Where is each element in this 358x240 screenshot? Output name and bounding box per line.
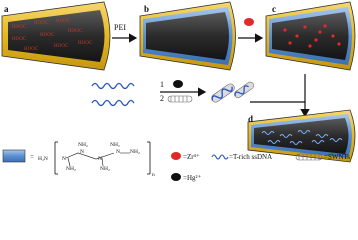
svg-text:N: N xyxy=(80,149,84,155)
svg-text:NH₂: NH₂ xyxy=(130,149,140,155)
arrow-label-pei: PEI xyxy=(114,23,126,32)
svg-text:HOOC: HOOC xyxy=(40,33,55,38)
pei-structure: H₂N N N N N NH₂ NH₂ NH₂ NH₂ NH₂ n xyxy=(38,141,155,178)
svg-text:N: N xyxy=(116,149,120,155)
panel-d: d xyxy=(247,109,356,163)
zr-dots xyxy=(283,24,341,48)
svg-text:=Zr⁴⁺: =Zr⁴⁺ xyxy=(183,153,200,161)
zr-ion-icon xyxy=(244,18,254,26)
svg-text:NH₂: NH₂ xyxy=(66,166,76,172)
svg-text:N: N xyxy=(62,156,66,162)
hg-ion-icon xyxy=(173,80,183,88)
svg-text:H₂N: H₂N xyxy=(38,156,48,162)
legend-ssdna: =T-rich ssDNA xyxy=(211,153,272,161)
step-2-label: 2 xyxy=(160,94,164,103)
svg-text:NH₂: NH₂ xyxy=(78,142,88,148)
swnt-icon-step xyxy=(167,95,193,103)
svg-text:N: N xyxy=(98,156,102,162)
svg-text:n: n xyxy=(152,172,155,178)
svg-text:HOOC: HOOC xyxy=(78,41,93,46)
panel-label-d: d xyxy=(248,114,253,124)
panel-label-b: b xyxy=(144,4,149,14)
step-arrows: 1 2 xyxy=(160,80,207,103)
svg-text:HOOC: HOOC xyxy=(34,21,49,26)
svg-text:HOOC: HOOC xyxy=(24,47,39,52)
svg-text:=: = xyxy=(30,153,34,161)
panel-label-a: a xyxy=(4,4,9,14)
legend-pei-layer: = xyxy=(2,149,34,163)
hooc-groups: HOOC HOOC HOOC HOOC HOOC HOOC HOOC HOOC … xyxy=(12,19,93,52)
connector-c-to-d xyxy=(250,74,310,118)
svg-text:HOOC: HOOC xyxy=(54,44,69,49)
svg-text:=SWNTs: =SWNTs xyxy=(324,153,350,161)
swnt-dna-complex xyxy=(211,81,254,103)
svg-text:NH₂: NH₂ xyxy=(100,166,110,172)
panel-c: c xyxy=(265,1,356,71)
svg-text:=Hg²⁺: =Hg²⁺ xyxy=(183,174,202,182)
figure: HOOC HOOC HOOC HOOC HOOC HOOC HOOC HOOC … xyxy=(1,1,356,182)
svg-text:HOOC: HOOC xyxy=(68,29,83,34)
arrow-pei: PEI xyxy=(112,23,138,43)
panel-b: b xyxy=(139,1,236,71)
step-1-label: 1 xyxy=(160,80,164,89)
legend-zr: =Zr⁴⁺ xyxy=(171,152,200,161)
legend-hg: =Hg²⁺ xyxy=(171,173,202,182)
panel-label-c: c xyxy=(272,4,276,14)
svg-text:=T-rich ssDNA: =T-rich ssDNA xyxy=(229,153,272,161)
arrow-zr xyxy=(238,18,264,43)
swnt-legend-icon xyxy=(295,153,323,161)
zr-legend-icon xyxy=(171,152,181,160)
panel-a: HOOC HOOC HOOC HOOC HOOC HOOC HOOC HOOC … xyxy=(1,1,111,71)
svg-text:HOOC: HOOC xyxy=(12,37,27,42)
ssdna-legend-icon xyxy=(211,154,229,160)
svg-text:NH₂: NH₂ xyxy=(110,142,120,148)
legend: = H₂N N N N N NH₂ NH₂ NH₂ NH₂ NH₂ n =Zr⁴… xyxy=(2,141,350,182)
hg-legend-icon xyxy=(171,173,181,181)
svg-text:HOOC: HOOC xyxy=(56,19,71,24)
svg-text:HOOC: HOOC xyxy=(12,25,27,30)
ssdna-strands xyxy=(91,82,135,107)
swnt-dna-inside xyxy=(261,130,343,145)
legend-swnt: =SWNTs xyxy=(295,153,350,161)
